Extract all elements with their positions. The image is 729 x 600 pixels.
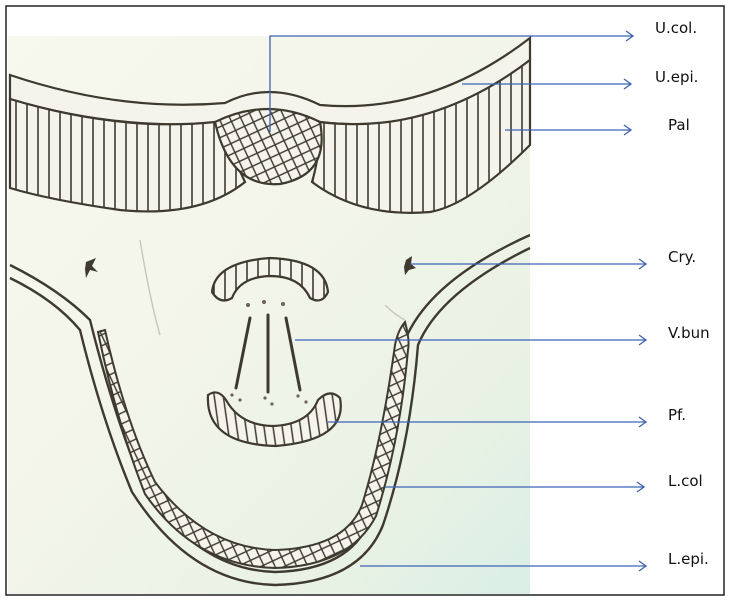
label-pf: Pf. xyxy=(668,406,686,424)
label-lepi: L.epi. xyxy=(668,550,709,568)
label-cry: Cry. xyxy=(668,248,696,266)
label-uepi: U.epi. xyxy=(655,68,698,86)
label-vbun: V.bun xyxy=(668,324,710,342)
label-lcol: L.col xyxy=(668,472,703,490)
leader-arrowheads xyxy=(624,31,646,571)
label-ucol: U.col. xyxy=(655,19,697,37)
label-pal: Pal xyxy=(668,116,690,134)
